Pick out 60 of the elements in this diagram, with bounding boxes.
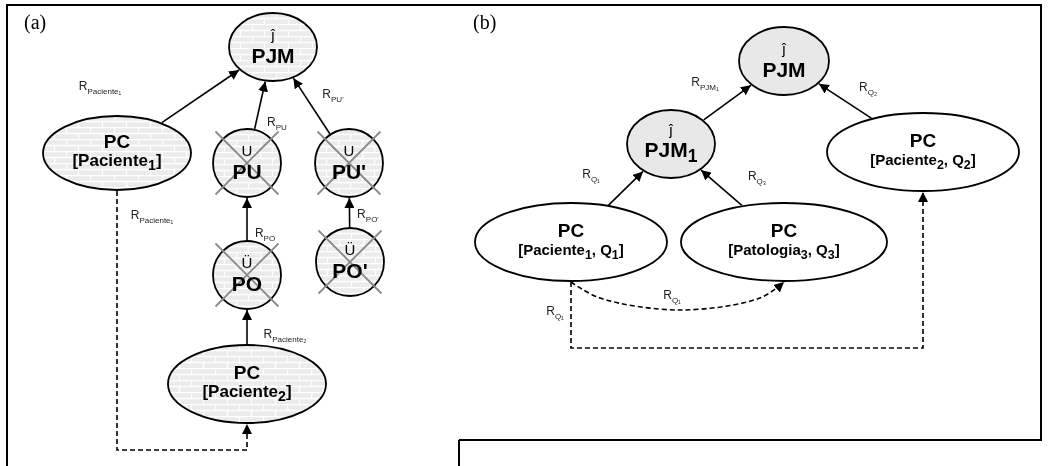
node-label: [Paciente$_{1}$, Q$_{1}$] [518, 242, 624, 263]
node-label: PC [909, 131, 937, 153]
node-label: [Paciente$_{2}$] [202, 383, 292, 406]
ellipse-node [167, 344, 327, 424]
node-label: PO' [332, 258, 368, 282]
arrow [292, 77, 331, 135]
arrow [607, 170, 644, 206]
panel-label: (b) [473, 12, 497, 32]
ellipse-node [680, 202, 888, 282]
arrow [344, 197, 355, 228]
edge-label: R$_{Q₂}$ [859, 81, 877, 97]
arrow [700, 169, 743, 207]
node-label: PJM$_{1}$ [644, 138, 698, 167]
node-label: PC [233, 362, 261, 384]
node-label: PU [232, 159, 262, 183]
edge-label: R$_{Q₁}$ [546, 305, 564, 321]
node-symbol: Ü [344, 242, 356, 259]
arrow [161, 69, 240, 124]
arrow [242, 197, 252, 241]
node-symbol: U [343, 143, 355, 160]
node-symbol: ĵ [669, 121, 673, 139]
node-label: [Paciente$_{2}$, Q$_{2}$] [870, 152, 976, 173]
arrow [253, 80, 268, 130]
arrow [242, 309, 252, 345]
edge-label: R$_{PO}$ [254, 227, 276, 243]
edge-label: R$_{Paciente₁}$ [130, 209, 174, 225]
edge-label: R$_{PU'}$ [322, 88, 344, 104]
ellipse-node [626, 109, 716, 179]
panel-label: (a) [24, 12, 47, 32]
arrow [818, 83, 873, 119]
node-symbol: Ü [241, 255, 253, 272]
node-label: PU' [331, 159, 367, 183]
ellipse-node [738, 26, 830, 96]
node-label: PJM [762, 57, 806, 81]
node-label: PO [231, 271, 263, 295]
edge-label: R$_{PJM₁}$ [691, 76, 719, 92]
ellipse-node [474, 202, 668, 282]
node-label: [Patologia$_{3}$, Q$_{3}$] [728, 242, 840, 263]
arrow [570, 191, 928, 349]
node-symbol: ĵ [782, 41, 786, 58]
ellipse-node [826, 112, 1020, 192]
edge-label: R$_{Paciente₁}$ [78, 80, 122, 96]
edge-label: R$_{PU}$ [267, 116, 287, 132]
node-label: PC [103, 131, 131, 153]
edge-label: R$_{PO'}$ [357, 208, 379, 224]
arrow [702, 84, 752, 121]
edge-label: R$_{Q₁}$ [582, 168, 600, 184]
node-label: PJM [251, 43, 295, 67]
node-label: PC [557, 221, 585, 243]
node-symbol: U [241, 143, 253, 160]
ellipse-node [42, 115, 192, 191]
node-label: [Paciente$_{1}$] [72, 152, 162, 175]
edge-label: R$_{Paciente₂}$ [263, 328, 307, 344]
node-symbol: ĵ [271, 27, 275, 44]
arrow [116, 190, 252, 451]
ellipse-node [228, 12, 318, 82]
edge-label: R$_{Q₁}$ [663, 289, 681, 305]
arrow [570, 281, 785, 311]
edge-label: R$_{Q₃}$ [747, 170, 767, 186]
node-label: PC [770, 221, 798, 243]
